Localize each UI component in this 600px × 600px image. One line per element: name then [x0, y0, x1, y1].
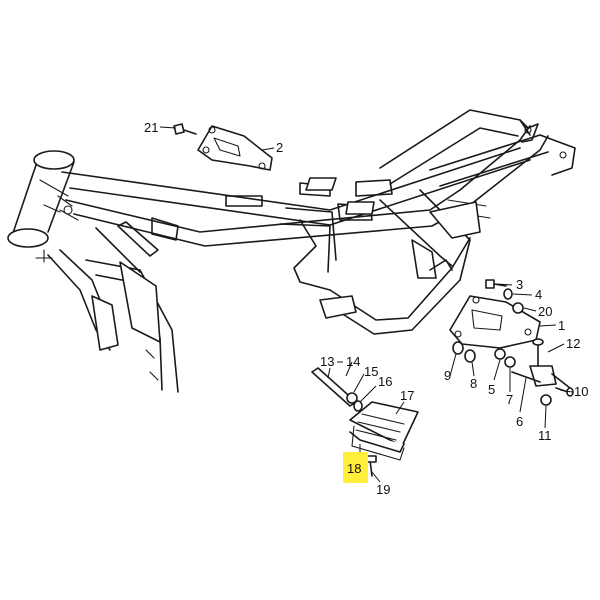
washer-part-4 — [503, 288, 513, 300]
bolt-part-19 — [365, 455, 377, 477]
highlight-box-part-18 — [343, 452, 368, 483]
bolt-part-21 — [173, 123, 197, 135]
callout-2: 2 — [276, 140, 283, 155]
washer-part-9 — [452, 341, 464, 355]
callout-labels: 21 2 3 4 20 1 12 10 11 6 7 5 8 9 13 14 1… — [144, 120, 588, 497]
callout-18: 18 — [347, 461, 361, 476]
callout-6: 6 — [516, 414, 523, 429]
callout-4: 4 — [535, 287, 542, 302]
nut-part-20 — [512, 302, 524, 314]
callout-9: 9 — [444, 368, 451, 383]
callout-19: 19 — [376, 482, 390, 497]
callout-10: 10 — [574, 384, 588, 399]
washer-part-11 — [540, 394, 552, 406]
motorcycle-frame — [7, 109, 576, 393]
callout-1: 1 — [558, 318, 565, 333]
footrest-rubber-part-17 — [349, 401, 419, 461]
callout-17: 17 — [400, 388, 414, 403]
pin-part-6 — [511, 371, 541, 383]
callout-15: 15 — [364, 364, 378, 379]
callout-14: 14 — [346, 354, 360, 369]
callout-7: 7 — [506, 392, 513, 407]
steering-head — [7, 150, 75, 263]
callout-8: 8 — [470, 376, 477, 391]
callout-12: 12 — [566, 336, 580, 351]
leader-lines — [159, 126, 573, 483]
washer-part-15 — [346, 392, 358, 404]
washer-part-7 — [504, 356, 516, 368]
callout-3: 3 — [516, 277, 523, 292]
callout-16: 16 — [378, 374, 392, 389]
washer-part-5 — [494, 348, 506, 360]
spring-part-16 — [353, 400, 363, 412]
callout-11: 11 — [538, 428, 552, 443]
bracket-part-2 — [197, 125, 273, 171]
washer-part-8 — [464, 349, 476, 363]
callout-20: 20 — [538, 304, 552, 319]
callout-13: 13 — [320, 354, 334, 369]
callout-5: 5 — [488, 382, 495, 397]
callout-21: 21 — [144, 120, 158, 135]
footrest-bracket-part-1 — [449, 295, 541, 349]
